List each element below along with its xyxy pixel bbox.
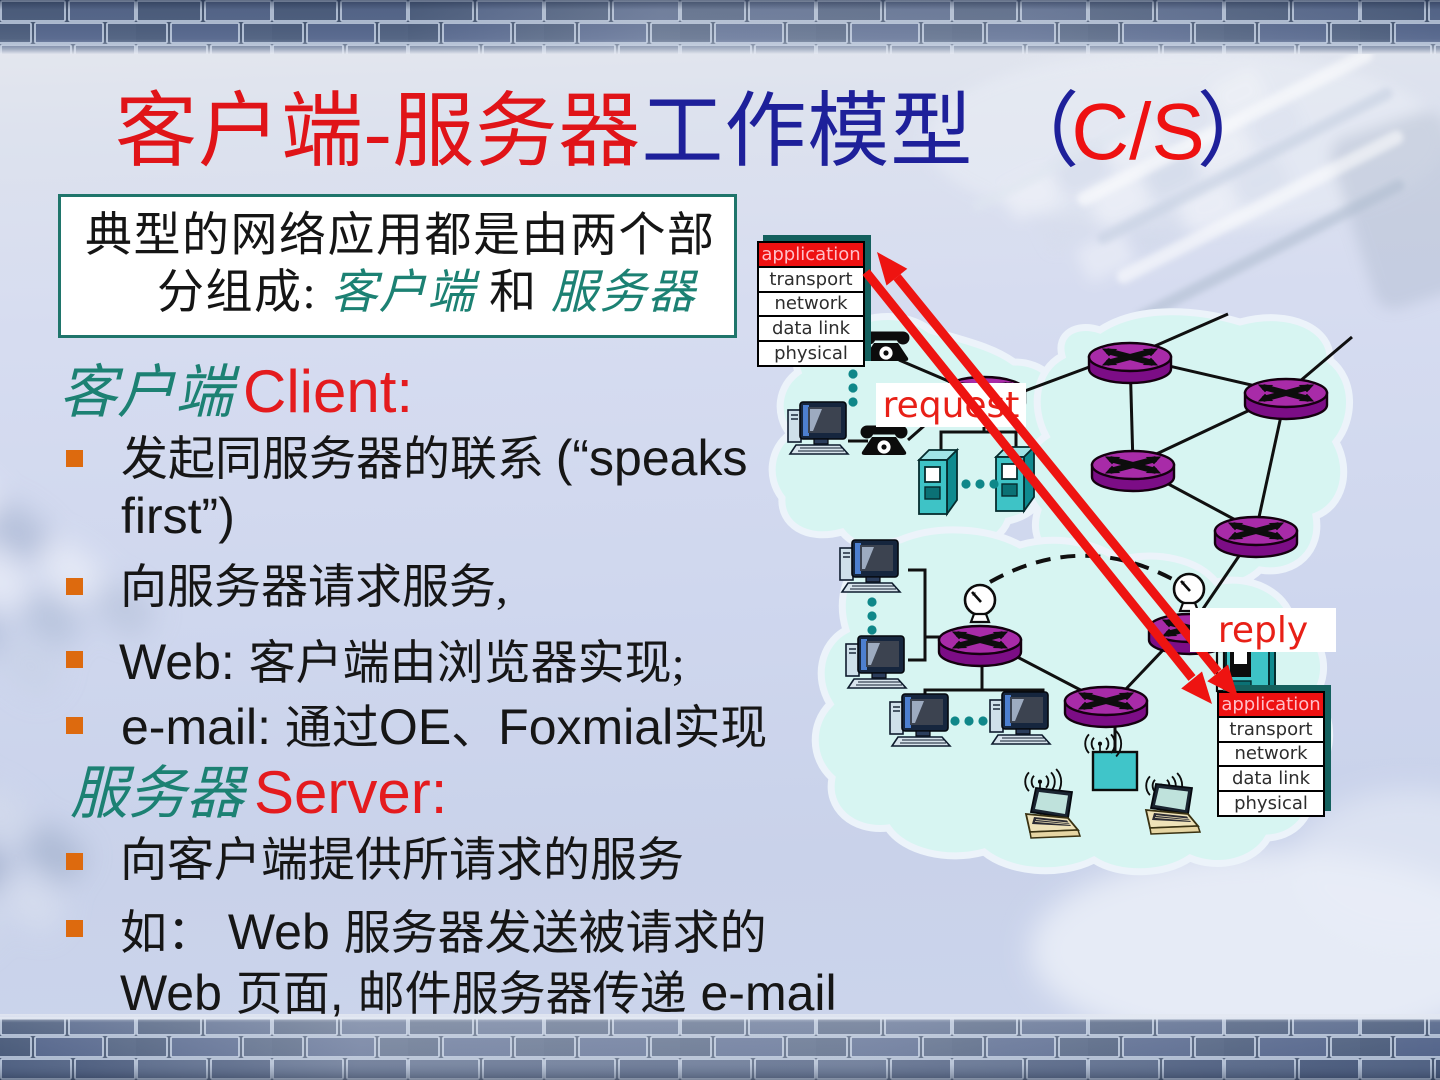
- reply-arrow: [877, 252, 1238, 697]
- watermark-glow-bottom-right: [1030, 790, 1440, 1050]
- definition-line1: 典型的网络应用都是由两个部: [85, 210, 716, 262]
- title-working-model: 工作模型: [641, 86, 974, 177]
- telephone-icon: [862, 331, 910, 361]
- bullet-client-1-line2: first”): [121, 488, 235, 544]
- title-client-server: 客户端-服务器: [115, 86, 642, 177]
- wifi-signal-icon: [1145, 772, 1184, 800]
- desktop-computer-icon: [889, 693, 951, 747]
- desktop-computer-icon: [845, 635, 907, 689]
- router-icon-core-a: [1089, 343, 1171, 383]
- brick-border-top: [0, 0, 1440, 54]
- stack-layer-network: network: [759, 293, 863, 318]
- access-point-icon: [1091, 750, 1139, 792]
- bullet-marker: [66, 920, 83, 937]
- stack-layer-datalink: data link: [759, 317, 863, 343]
- request-arrow: [862, 269, 1212, 704]
- laptop-icon: [1145, 783, 1201, 835]
- satellite-dish-icon: [963, 583, 997, 624]
- satellite-dish-icon: [1172, 572, 1206, 613]
- stack-layer-datalink: data link: [1219, 767, 1323, 793]
- stack-layer-physical: physical: [774, 343, 848, 365]
- stack-layer-transport: transport: [1219, 718, 1323, 743]
- title-paren-close: ）: [1196, 86, 1279, 177]
- bullet-server-1: 向客户端提供所请求的服务: [120, 835, 684, 887]
- bullet-marker: [66, 578, 83, 595]
- ellipsis-dots-icon: [848, 369, 858, 407]
- stack-layer-transport: transport: [759, 268, 863, 293]
- stack-layer-physical: physical: [1234, 793, 1308, 815]
- title-paren-open: （: [997, 86, 1080, 177]
- ellipsis-dots-icon: [867, 597, 877, 635]
- wifi-signal-icon: [1084, 730, 1123, 758]
- definition-client-word: 客户端: [330, 267, 476, 319]
- brick-border-bottom: [0, 1014, 1440, 1080]
- definition-server-word: 服务器: [550, 267, 697, 319]
- router-icon-core-b: [1245, 379, 1327, 419]
- stack-layer-network: network: [1219, 743, 1323, 768]
- ellipsis-dots-icon: [961, 479, 999, 489]
- server-tower-icon: [995, 446, 1035, 512]
- bullet-client-4: e-mail: 通过OE、Foxmial实现: [121, 699, 768, 755]
- reply-label: reply: [1190, 608, 1336, 652]
- bullet-client-1-line1: 发起同服务器的联系 (“speaks: [121, 430, 748, 486]
- router-icon-bottom-3: [1065, 687, 1147, 727]
- laptop-icon: [1025, 787, 1081, 839]
- bullet-marker: [66, 651, 83, 668]
- protocol-stack-server: application transport network data link …: [1217, 691, 1325, 817]
- router-icon-core-d: [1215, 517, 1297, 557]
- ellipsis-dots-icon: [950, 716, 988, 726]
- bullet-server-2-line1: 如： Web 服务器发送被请求的: [120, 904, 767, 960]
- protocol-stack-client: application transport network data link …: [757, 241, 865, 367]
- desktop-computer-icon: [787, 401, 849, 455]
- bullet-client-3: Web: 客户端由浏览器实现;: [119, 634, 685, 690]
- stack-layer-application: application: [1219, 693, 1323, 718]
- stack-layer-application: application: [759, 243, 863, 268]
- router-icon-core-c: [1092, 451, 1174, 491]
- request-label: request: [876, 383, 1026, 427]
- wifi-signal-icon: [1024, 768, 1063, 796]
- satellite-dashed-link: [989, 553, 1185, 587]
- bullet-client-2: 向服务器请求服务,: [120, 562, 508, 614]
- network-links: [848, 312, 1353, 754]
- bullet-marker: [66, 450, 83, 467]
- server-heading-latin: Server:: [254, 759, 448, 826]
- telephone-icon: [860, 425, 908, 455]
- client-heading-cjk: 客户端: [59, 360, 234, 425]
- router-icon-bottom-1: [939, 626, 1021, 666]
- bullet-server-2-line2: Web 页面, 邮件服务器传递 e-mail: [120, 965, 837, 1021]
- slide-title: 客户端-服务器工作模型 （C/S）: [115, 64, 1279, 183]
- server-heading-cjk: 服务器: [70, 761, 245, 826]
- desktop-computer-icon: [839, 539, 901, 593]
- bullet-marker: [66, 853, 83, 870]
- title-cs: C/S: [1071, 87, 1205, 176]
- cloud-core-network: [1022, 308, 1353, 591]
- client-heading-latin: Client:: [243, 358, 414, 425]
- bullet-marker: [66, 717, 83, 734]
- server-tower-icon: [918, 449, 958, 515]
- definition-box: 典型的网络应用都是由两个部 分组成: 客户端 和 服务器: [58, 194, 737, 338]
- desktop-computer-icon: [989, 691, 1051, 745]
- definition-line2: 分组成: 客户端 和 服务器: [157, 267, 697, 319]
